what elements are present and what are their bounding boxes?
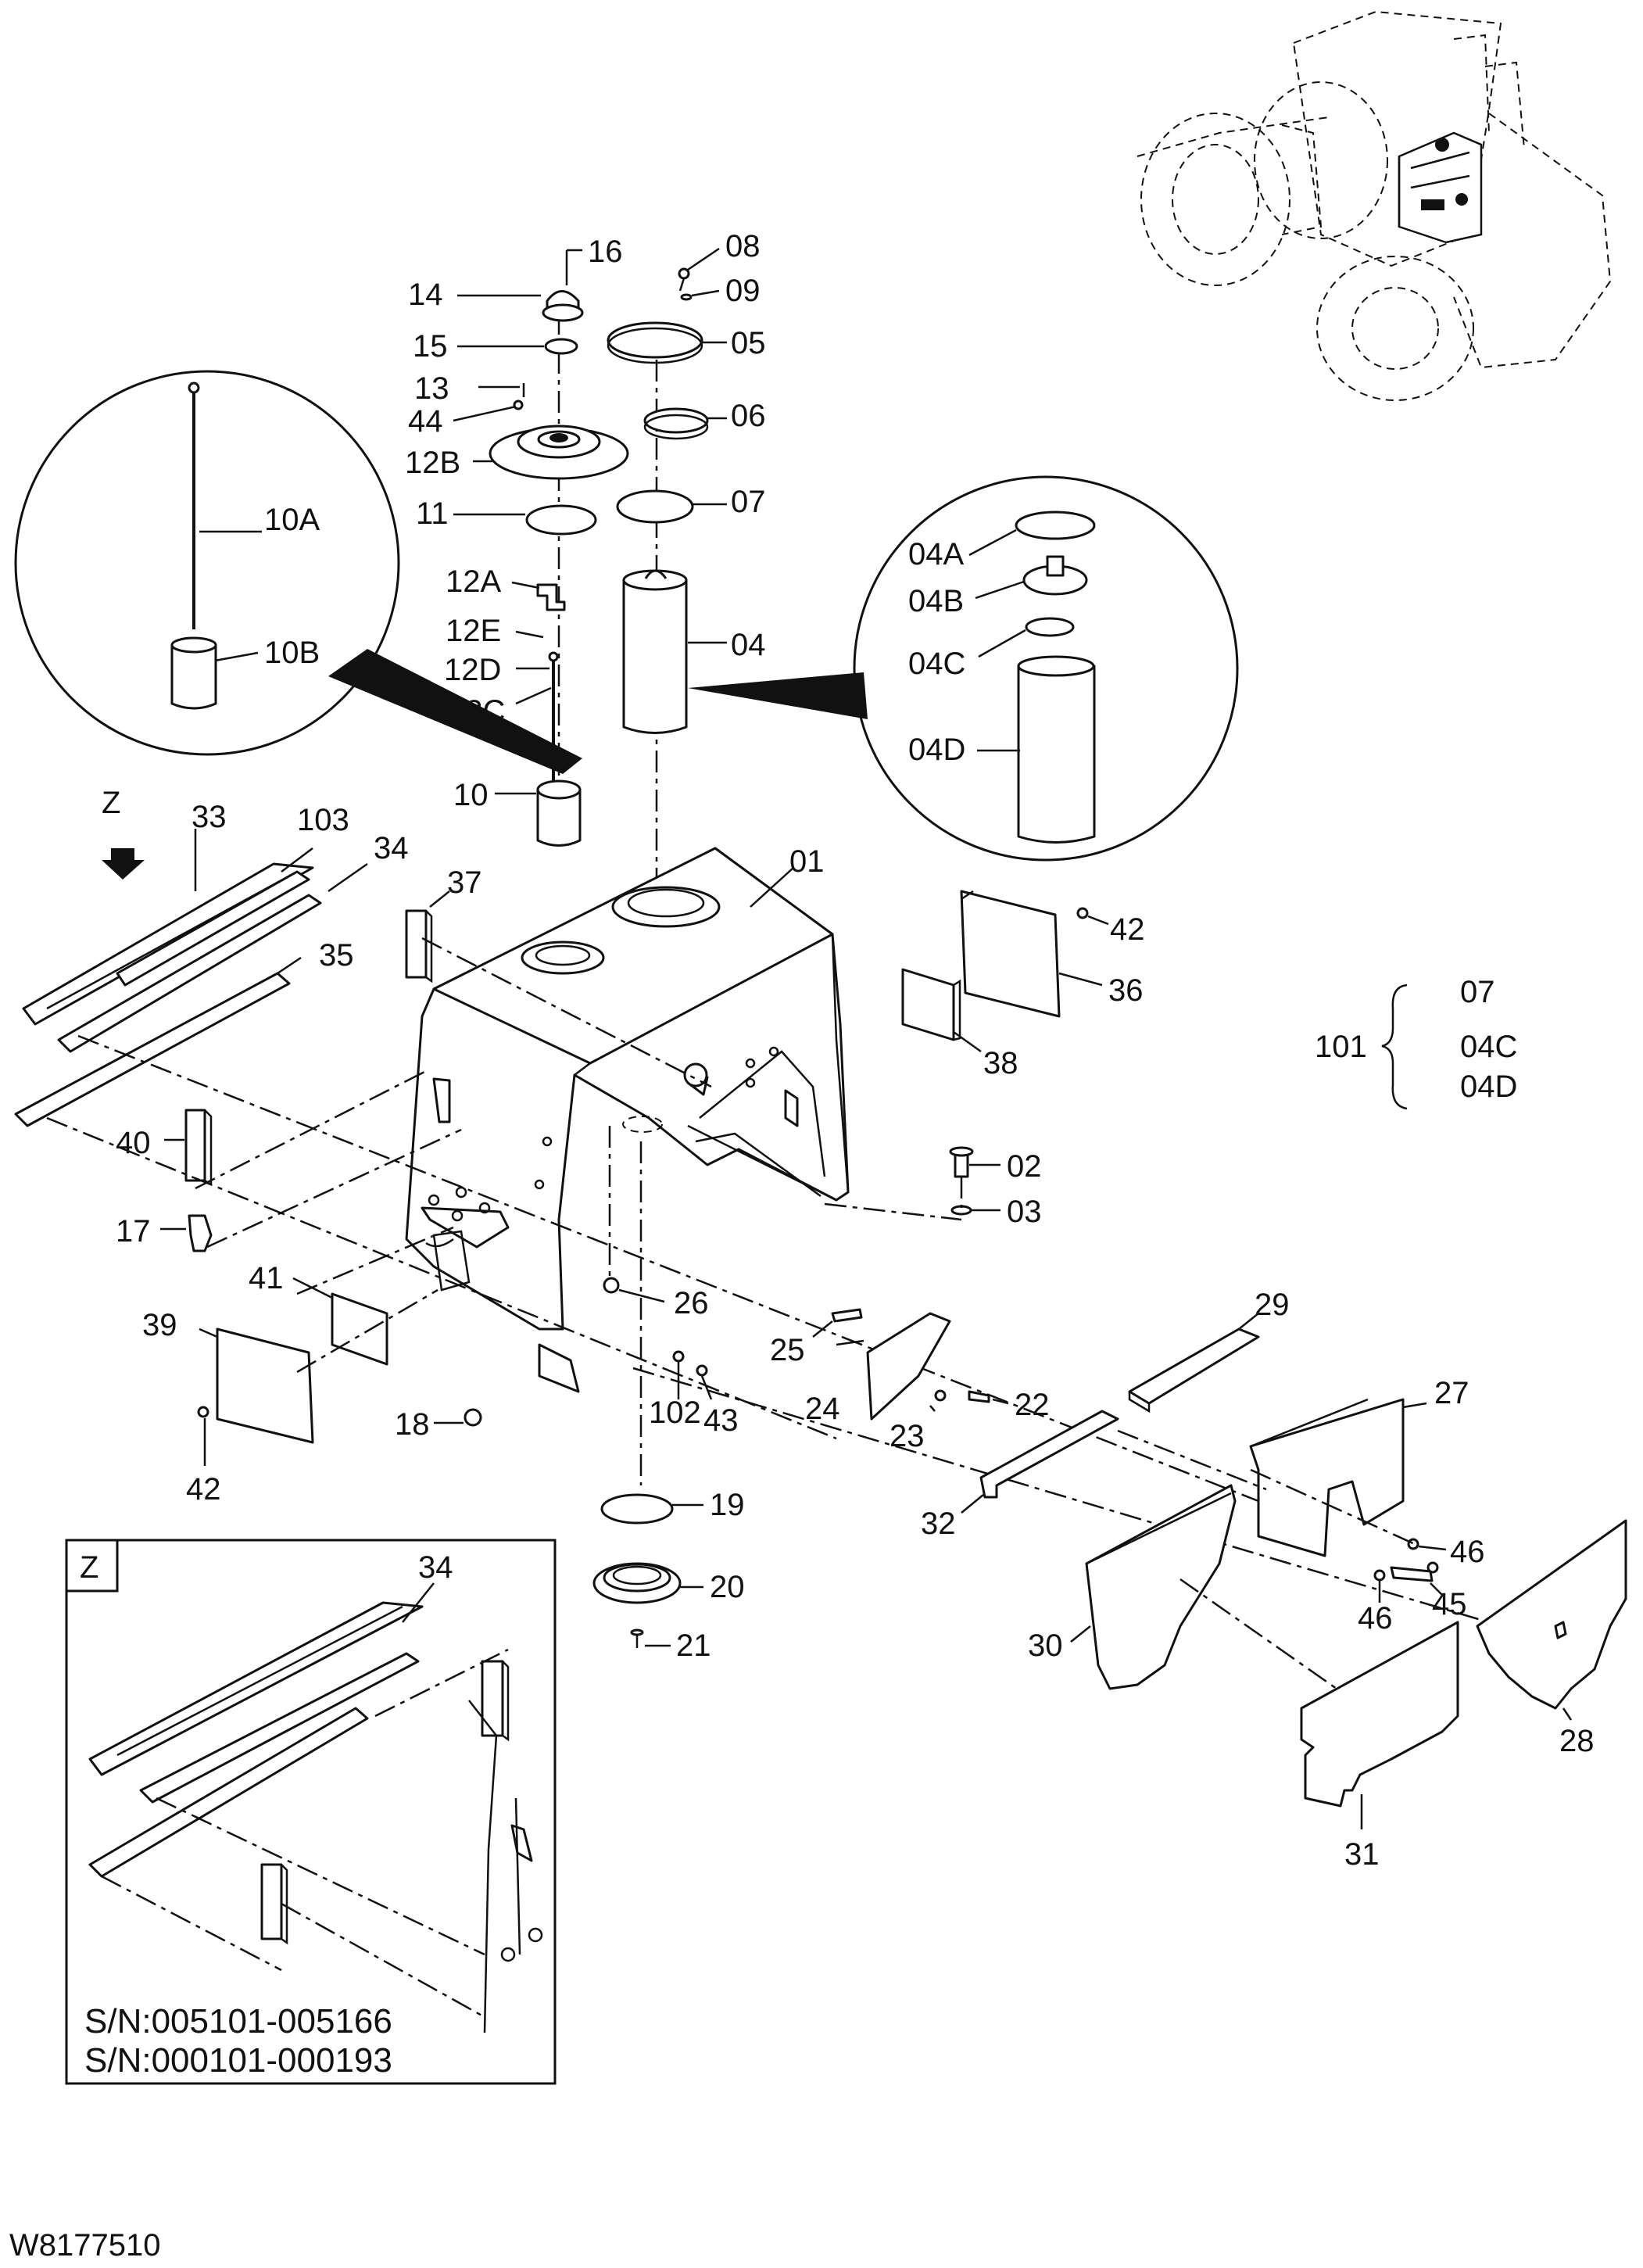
callout-40: 40 [116, 1126, 151, 1160]
kit-item-1: 07 [1460, 975, 1495, 1009]
callout-32: 32 [921, 1507, 956, 1541]
callout-10b: 10B [264, 636, 320, 670]
callout-42-right: 42 [1110, 912, 1145, 947]
callout-04: 04 [731, 628, 766, 662]
callout-33: 33 [192, 800, 227, 834]
callout-25: 25 [770, 1333, 805, 1367]
callout-20: 20 [710, 1570, 745, 1604]
machine-locator-view [1136, 10, 1612, 401]
callout-12a: 12A [446, 564, 501, 599]
callout-38: 38 [983, 1046, 1018, 1080]
callout-14: 14 [408, 278, 443, 312]
kit-item-2: 04C [1460, 1030, 1517, 1064]
callout-34-inset: 34 [418, 1550, 453, 1585]
kit-bracket [1381, 984, 1408, 1110]
callout-17: 17 [116, 1214, 151, 1249]
callout-02: 02 [1007, 1149, 1042, 1184]
kit-number: 101 [1315, 1030, 1367, 1064]
callout-09: 09 [725, 274, 761, 308]
inset-view-z [65, 1539, 557, 2085]
callout-04a: 04A [908, 537, 964, 571]
callout-10a: 10A [264, 503, 320, 537]
callout-07: 07 [731, 485, 766, 519]
callout-10: 10 [453, 778, 489, 812]
callout-08: 08 [725, 229, 761, 263]
callout-12b: 12B [405, 446, 460, 480]
callout-46-left: 46 [1358, 1601, 1393, 1636]
callout-41: 41 [249, 1261, 284, 1295]
serial-range-1: S/N:005101-005166 [84, 2002, 392, 2040]
detail-view-marker: Z [102, 786, 120, 820]
callout-04b: 04B [908, 584, 964, 618]
callout-12e: 12E [446, 614, 501, 648]
callout-03: 03 [1007, 1195, 1042, 1229]
callout-19: 19 [710, 1488, 745, 1522]
callout-13: 13 [414, 371, 449, 406]
drain-components [592, 1116, 713, 1648]
detail-circle-dipstick [14, 370, 582, 774]
callout-11: 11 [416, 496, 449, 531]
callout-21: 21 [676, 1628, 711, 1663]
inset-label: Z [80, 1550, 98, 1585]
callout-04d: 04D [908, 733, 965, 767]
callout-22: 22 [1015, 1388, 1050, 1422]
callout-30: 30 [1028, 1628, 1063, 1663]
callout-39: 39 [142, 1308, 177, 1342]
callout-46-right: 46 [1450, 1535, 1485, 1569]
hydraulic-tank-body [405, 847, 850, 1393]
right-panels [812, 890, 1627, 1829]
serial-range-2: S/N:000101-000193 [84, 2041, 392, 2080]
callout-43: 43 [703, 1403, 739, 1438]
callout-42-left: 42 [186, 1472, 221, 1507]
callout-37: 37 [447, 865, 482, 900]
detail-circle-return-filter [688, 475, 1239, 862]
callout-04c: 04C [908, 647, 965, 681]
upper-components [453, 247, 727, 883]
callout-12c: 12C [448, 694, 505, 729]
callout-36: 36 [1108, 973, 1144, 1008]
callout-103: 103 [297, 803, 349, 837]
callout-34: 34 [374, 831, 409, 865]
callout-26: 26 [674, 1286, 709, 1320]
callout-01: 01 [789, 844, 825, 879]
callout-05: 05 [731, 326, 766, 360]
callout-44: 44 [408, 404, 443, 439]
callout-102: 102 [649, 1396, 701, 1430]
callout-27: 27 [1434, 1376, 1469, 1410]
callout-24: 24 [805, 1392, 840, 1426]
callout-18: 18 [395, 1407, 430, 1442]
callout-45: 45 [1432, 1587, 1467, 1621]
callout-31: 31 [1344, 1837, 1380, 1872]
callout-23: 23 [890, 1419, 925, 1453]
drawing-code: W8177510 [9, 2228, 160, 2263]
callout-12d: 12D [444, 653, 501, 687]
callout-35: 35 [319, 938, 354, 973]
callout-16: 16 [588, 235, 623, 269]
callout-labels: 07 04C 04D 101 01 02 03 04 04A 04B 04C 0… [9, 229, 1595, 2263]
callout-29: 29 [1255, 1288, 1290, 1322]
callout-15: 15 [413, 329, 448, 364]
kit-item-3: 04D [1460, 1070, 1517, 1104]
callout-06: 06 [731, 399, 766, 433]
callout-28: 28 [1559, 1724, 1595, 1758]
